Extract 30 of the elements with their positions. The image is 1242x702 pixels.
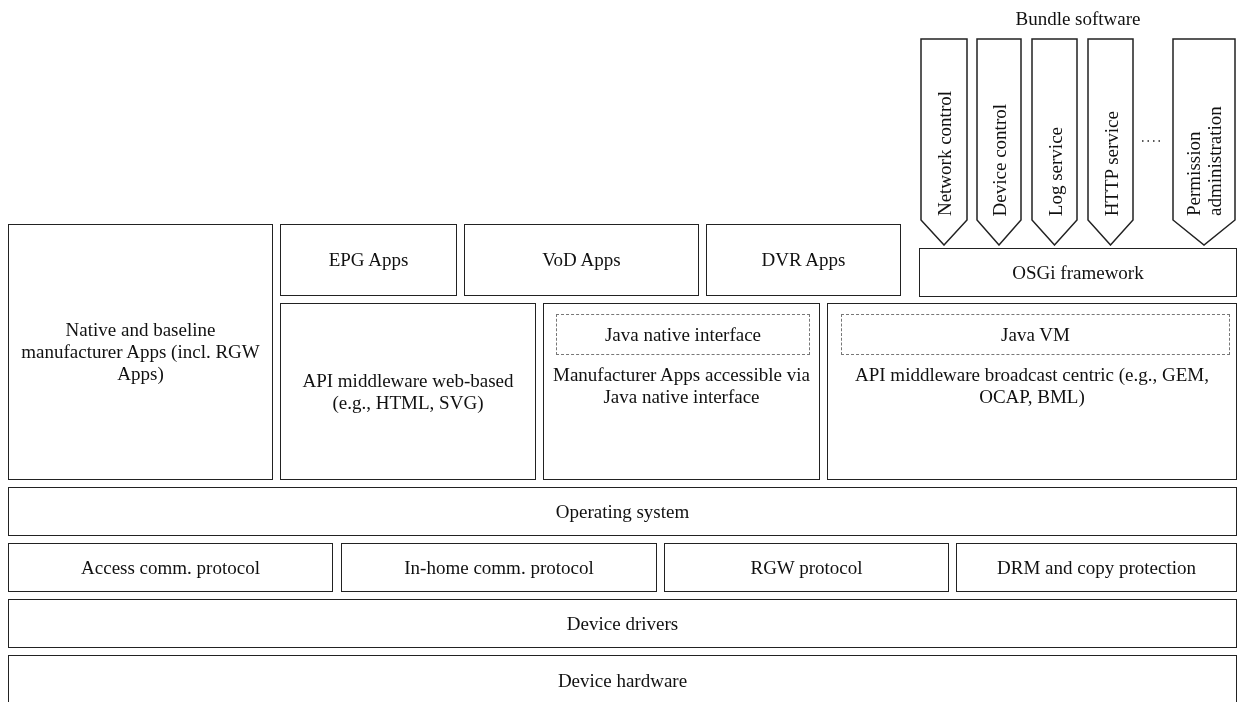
bundle-text: Device control: [988, 103, 1010, 216]
layer-box: API middleware web-based (e.g., HTML, SVG): [280, 303, 536, 480]
bundle-pentagon: [1172, 38, 1236, 246]
bundle-pentagon: [1087, 38, 1134, 246]
layer-box: DVR Apps: [706, 224, 901, 296]
dashed-box: Java VM: [841, 314, 1230, 355]
layer-box: DRM and copy protection: [956, 543, 1237, 592]
layer-box: VoD Apps: [464, 224, 699, 296]
layer-box: [543, 303, 820, 480]
bundle-text: Permission administration: [1183, 105, 1225, 216]
layer-box: Device drivers: [8, 599, 1237, 648]
layer-box: Access comm. protocol: [8, 543, 333, 592]
bundle-pentagon: [1031, 38, 1078, 246]
bundle-text: HTTP service: [1100, 110, 1121, 216]
dashed-box: Java native interface: [556, 314, 810, 355]
bundle-text: Network control: [933, 90, 955, 216]
layer-text: API middleware broadcast centric (e.g., GEM, OCAP, BML): [854, 364, 1210, 408]
layer-box: Device hardware: [8, 655, 1237, 702]
layer-box: RGW protocol: [664, 543, 949, 592]
layer-box: Native and baseline manufacturer Apps (incl. RGW Apps): [8, 224, 273, 480]
bundle-pentagon: [976, 38, 1022, 246]
bundle-text: Log service: [1044, 126, 1065, 216]
layer-box: EPG Apps: [280, 224, 457, 296]
layer-box: [827, 303, 1237, 480]
layer-box: OSGi framework: [919, 248, 1237, 297]
layer-box: Operating system: [8, 487, 1237, 536]
layer-box: In-home comm. protocol: [341, 543, 657, 592]
bundle-pentagon: [920, 38, 968, 246]
group-heading: Bundle software: [1014, 8, 1142, 30]
layer-text: Manufacturer Apps accessible via Java native interface: [552, 364, 811, 408]
